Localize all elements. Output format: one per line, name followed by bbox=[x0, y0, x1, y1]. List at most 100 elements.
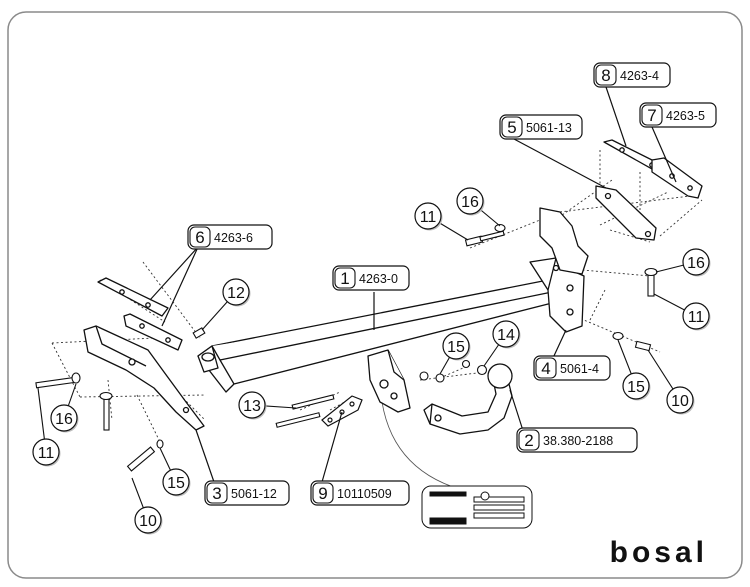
main-crossbar bbox=[197, 279, 557, 413]
label-number: 4 bbox=[541, 359, 550, 378]
callout-12: 12 bbox=[201, 278, 251, 331]
right-side-bracket bbox=[529, 257, 585, 333]
left-mounting-strips bbox=[97, 277, 183, 351]
label-code: 4263-6 bbox=[214, 231, 253, 245]
label-number: 2 bbox=[524, 431, 533, 450]
callout-circle bbox=[222, 278, 250, 306]
label-code: 5061-12 bbox=[231, 487, 277, 501]
callout-number: 12 bbox=[227, 285, 245, 302]
part-label-5: 5 5061-13 bbox=[499, 114, 607, 189]
callout-circle bbox=[622, 372, 650, 400]
callout-number: 11 bbox=[420, 209, 437, 226]
label-number-box bbox=[518, 429, 540, 451]
part-label-9: 9 10110509 bbox=[310, 411, 410, 506]
part-label-7: 7 4263-5 bbox=[639, 102, 717, 183]
callout-14: 14 bbox=[483, 320, 521, 367]
part-label-8: 8 4263-4 bbox=[593, 62, 671, 147]
callout-number: 15 bbox=[167, 475, 185, 492]
label-number-box bbox=[641, 104, 663, 126]
identification-plate bbox=[421, 485, 533, 529]
label-leader bbox=[321, 411, 343, 483]
left-side-bracket bbox=[83, 325, 205, 431]
label-code: 4263-5 bbox=[666, 109, 705, 123]
label-leader bbox=[513, 138, 607, 189]
label-number: 8 bbox=[601, 66, 610, 85]
label-number: 6 bbox=[195, 228, 204, 247]
callout-number: 16 bbox=[461, 194, 479, 211]
part-labels: 1 4263-0 2 38.380-2188 3 5061-12 4 5061-4 5 5061-… bbox=[149, 62, 717, 506]
label-number-box bbox=[206, 482, 228, 504]
label-number-box bbox=[334, 267, 356, 289]
fasteners bbox=[35, 223, 658, 472]
callout-circle bbox=[414, 202, 442, 230]
label-number: 9 bbox=[318, 484, 327, 503]
label-box bbox=[310, 480, 410, 506]
part-label-1: 1 4263-0 bbox=[332, 265, 410, 330]
label-code: 38.380-2188 bbox=[543, 434, 613, 448]
label-code: 4263-4 bbox=[620, 69, 659, 83]
label-number-box bbox=[312, 482, 334, 504]
callout-circle bbox=[442, 332, 470, 360]
callout-15: 15 bbox=[439, 332, 471, 375]
label-leader bbox=[149, 246, 199, 301]
callout-circle bbox=[32, 438, 60, 466]
callout-circle bbox=[50, 404, 78, 432]
label-leader bbox=[552, 329, 567, 359]
callout-number: 11 bbox=[688, 309, 705, 326]
callout-circle bbox=[134, 506, 162, 534]
label-number-box bbox=[595, 64, 617, 86]
label-number-box bbox=[189, 226, 211, 248]
right-mounting-strips bbox=[603, 139, 703, 199]
callout-number: 15 bbox=[627, 379, 645, 396]
label-code: 5061-13 bbox=[526, 121, 572, 135]
part-label-3: 3 5061-12 bbox=[195, 429, 290, 506]
callout-number: 14 bbox=[497, 327, 515, 344]
label-number-box bbox=[535, 357, 557, 379]
label-leader bbox=[605, 86, 627, 147]
part-label-4: 4 5061-4 bbox=[533, 329, 611, 381]
label-leader bbox=[651, 126, 677, 183]
callout-circle bbox=[162, 468, 190, 496]
callout-10: 10 bbox=[647, 349, 695, 415]
callout-11: 11 bbox=[653, 293, 711, 331]
label-leader bbox=[161, 246, 199, 327]
part-label-2: 2 38.380-2188 bbox=[509, 389, 638, 453]
callout-circle bbox=[456, 187, 484, 215]
brand-logo: bosal bbox=[610, 536, 708, 569]
callout-11: 11 bbox=[414, 202, 469, 241]
callout-circle bbox=[682, 302, 710, 330]
label-code: 5061-4 bbox=[560, 362, 599, 376]
label-number: 7 bbox=[647, 106, 656, 125]
callout-16: 16 bbox=[50, 383, 79, 433]
callout-10: 10 bbox=[131, 477, 163, 535]
tow-ball-neck bbox=[423, 363, 513, 435]
label-box bbox=[516, 427, 638, 453]
label-code: 4263-0 bbox=[359, 272, 398, 286]
part-label-6: 6 4263-6 bbox=[149, 224, 273, 327]
label-code: 10110509 bbox=[337, 487, 392, 501]
label-number: 1 bbox=[340, 269, 349, 288]
label-number: 5 bbox=[507, 118, 516, 137]
label-number: 3 bbox=[212, 484, 221, 503]
callout-16: 16 bbox=[456, 187, 501, 227]
callout-number: 16 bbox=[55, 411, 73, 428]
callout-circle bbox=[238, 391, 266, 419]
callout-circle bbox=[492, 320, 520, 348]
callout-number: 16 bbox=[687, 255, 705, 272]
callout-13: 13 bbox=[238, 391, 297, 420]
callout-number: 15 bbox=[447, 339, 465, 356]
callout-16: 16 bbox=[655, 248, 711, 277]
callout-11: 11 bbox=[32, 387, 61, 467]
callout-number: 11 bbox=[38, 445, 55, 462]
callout-number: 10 bbox=[671, 393, 689, 410]
callout-circle bbox=[666, 386, 694, 414]
label-leader bbox=[195, 429, 215, 483]
callout-15: 15 bbox=[617, 339, 651, 401]
upper-bracket-plate bbox=[539, 185, 657, 275]
callout-circle bbox=[682, 248, 710, 276]
electrical-socket-plate bbox=[321, 395, 363, 427]
callout-number: 10 bbox=[139, 513, 157, 530]
callout-15: 15 bbox=[159, 447, 191, 497]
